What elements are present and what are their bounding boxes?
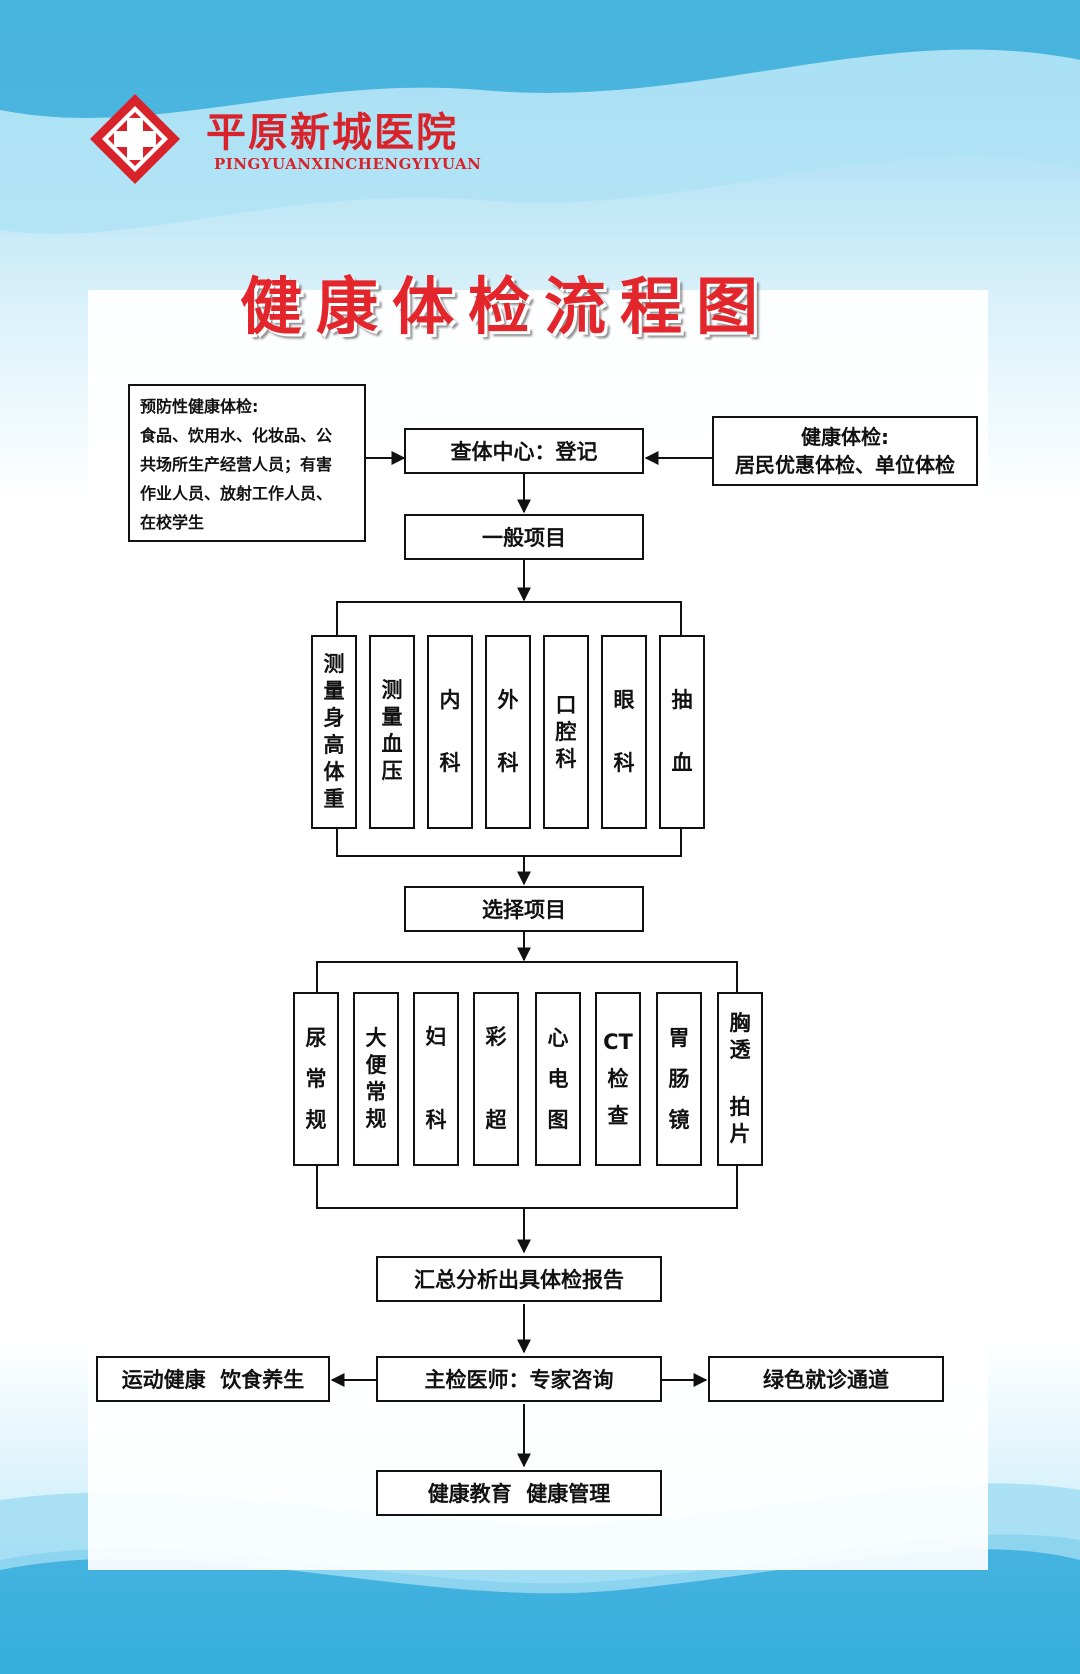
char: 科 [613,751,635,775]
char: 规 [365,1107,387,1131]
char: 重 [323,787,345,811]
char: 便 [365,1053,387,1077]
char: 心 [547,1025,569,1050]
char: 科 [425,1108,447,1132]
general-item-internal-medicine: 内 科 [427,635,473,829]
optional-items-box: 选择项目 [404,886,644,932]
health-checkup-note: 健康体检: 居民优惠体检、单位体检 [712,416,978,486]
summary-report-box: 汇总分析出具体检报告 [376,1256,662,1302]
char: 科 [439,751,461,775]
optional-item-gynecology: 妇 科 [413,992,459,1166]
chief-doctor-box: 主检医师：专家咨询 [376,1356,662,1402]
char: 血 [671,751,693,775]
preventive-note-line-2: 共场所生产经营人员；有害 [140,455,333,474]
char: 电 [547,1066,569,1091]
red-cross-icon [90,94,180,184]
optional-item-ct: CT 检 查 [595,992,641,1166]
char: 妇 [425,1025,447,1049]
char: 内 [439,688,461,712]
preventive-note-line-1: 食品、饮用水、化妆品、公 [140,426,333,445]
char: 测 [323,652,345,676]
char: 规 [305,1107,327,1132]
char: 口 [555,692,577,717]
char: 抽 [671,688,693,712]
char: CT [603,1029,633,1054]
char: 彩 [485,1025,507,1049]
preventive-checkup-note: 预防性健康体检: 食品、饮用水、化妆品、公 共场所生产经营人员；有害 作业人员、… [128,384,366,542]
char: 常 [365,1080,387,1104]
char: 透 [729,1038,751,1062]
health-note-body: 居民优惠体检、单位体检 [735,453,955,477]
register-box: 查体中心：登记 [404,428,644,474]
char: 片 [729,1122,751,1146]
hospital-name: 平原新城医院 [206,109,458,156]
char: 外 [497,688,519,712]
char: 腔 [555,719,577,744]
general-items-box: 一般项目 [404,514,644,560]
char: 胸 [729,1011,751,1035]
char: 血 [381,732,403,756]
char: 镜 [668,1107,690,1132]
char: 胃 [668,1025,690,1050]
general-item-dental: 口 腔 科 [543,635,589,829]
char: 量 [381,705,403,729]
optional-item-stool: 大 便 常 规 [353,992,399,1166]
general-item-blood-draw: 抽 血 [659,635,705,829]
char: 科 [497,751,519,775]
preventive-note-line-3: 作业人员、放射工作人员、 [140,484,333,503]
char: 检 [607,1066,629,1091]
optional-item-ecg: 心 电 图 [535,992,581,1166]
char: 身 [323,706,345,730]
preventive-note-heading: 预防性健康体检: [140,397,259,416]
char: 科 [555,746,577,771]
char: 眼 [613,688,635,712]
char: 查 [607,1103,629,1128]
health-note-heading: 健康体检: [801,425,889,449]
char: 常 [305,1066,327,1091]
char: 体 [323,760,345,784]
char: 图 [547,1107,569,1132]
preventive-note-line-4: 在校学生 [140,513,205,532]
char: 高 [323,733,345,757]
lifestyle-advice-box: 运动健康 饮食养生 [96,1356,330,1402]
optional-item-chest-xray: 胸 透 拍 片 [717,992,763,1166]
char: 压 [381,759,403,783]
general-item-surgery: 外 科 [485,635,531,829]
char: 超 [485,1108,507,1132]
green-channel-box: 绿色就诊通道 [708,1356,944,1402]
page-title: 健康体检流程图 [240,270,773,343]
general-item-blood-pressure: 测 量 血 压 [369,635,415,829]
optional-item-urine: 尿 常 规 [293,992,339,1166]
char: 肠 [668,1066,690,1091]
char: 大 [365,1026,387,1050]
char: 尿 [305,1025,327,1050]
optional-item-ultrasound: 彩 超 [473,992,519,1166]
health-management-box: 健康教育 健康管理 [376,1470,662,1516]
char: 量 [323,679,345,703]
general-item-ophthalmology: 眼 科 [601,635,647,829]
char: 拍 [729,1095,751,1119]
char: 测 [381,678,403,702]
general-item-height-weight: 测 量 身 高 体 重 [311,635,357,829]
optional-item-endoscopy: 胃 肠 镜 [656,992,702,1166]
hospital-pinyin: PINGYUANXINCHENGYIYUAN [214,155,482,173]
